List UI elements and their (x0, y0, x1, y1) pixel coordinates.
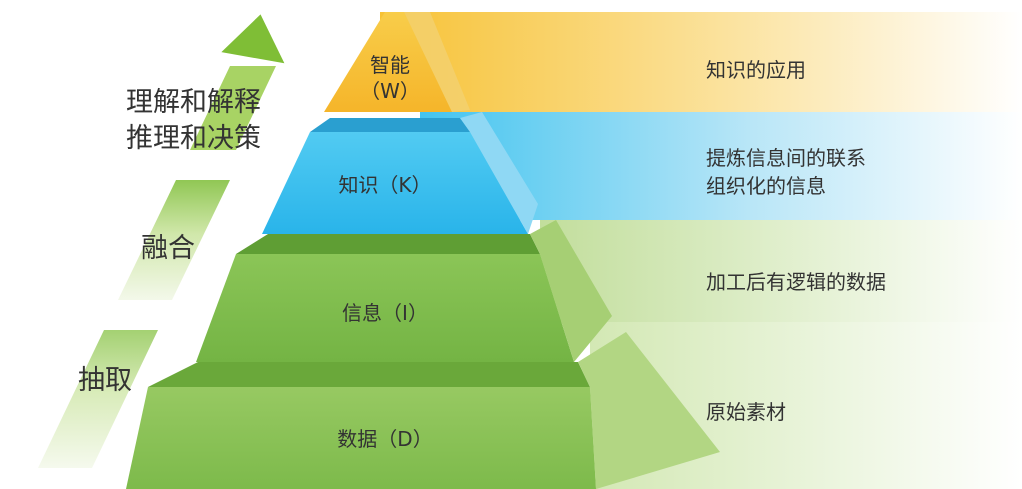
side-label-understand: 理解和解释 (126, 87, 261, 118)
side-label-reason: 推理和决策 (126, 123, 261, 154)
tier-wisdom-block (324, 12, 470, 112)
tier-information-block (196, 220, 612, 362)
tier-wisdom-description: 知识的应用 (706, 58, 806, 82)
tier-data-name: 数据（D） (337, 427, 433, 451)
tier-data-block (126, 332, 720, 489)
band-wisdom (380, 12, 1022, 112)
side-label-fuse: 融合 (141, 233, 195, 264)
band-knowledge (420, 112, 1022, 220)
tier-knowledge-description: 提炼信息间的联系 组织化的信息 (706, 146, 866, 198)
side-label-extract: 抽取 (78, 365, 132, 396)
band-information (540, 220, 1022, 322)
tier-information-name: 信息（I） (342, 301, 428, 325)
tier-knowledge-block (262, 112, 538, 234)
tier-wisdom-name: 智能 （W） (360, 53, 420, 103)
ascending-arrow (38, 14, 285, 468)
tier-information-description: 加工后有逻辑的数据 (706, 270, 886, 294)
tier-data-description: 原始素材 (706, 400, 786, 424)
tier-knowledge-name: 知识（K） (338, 173, 432, 197)
